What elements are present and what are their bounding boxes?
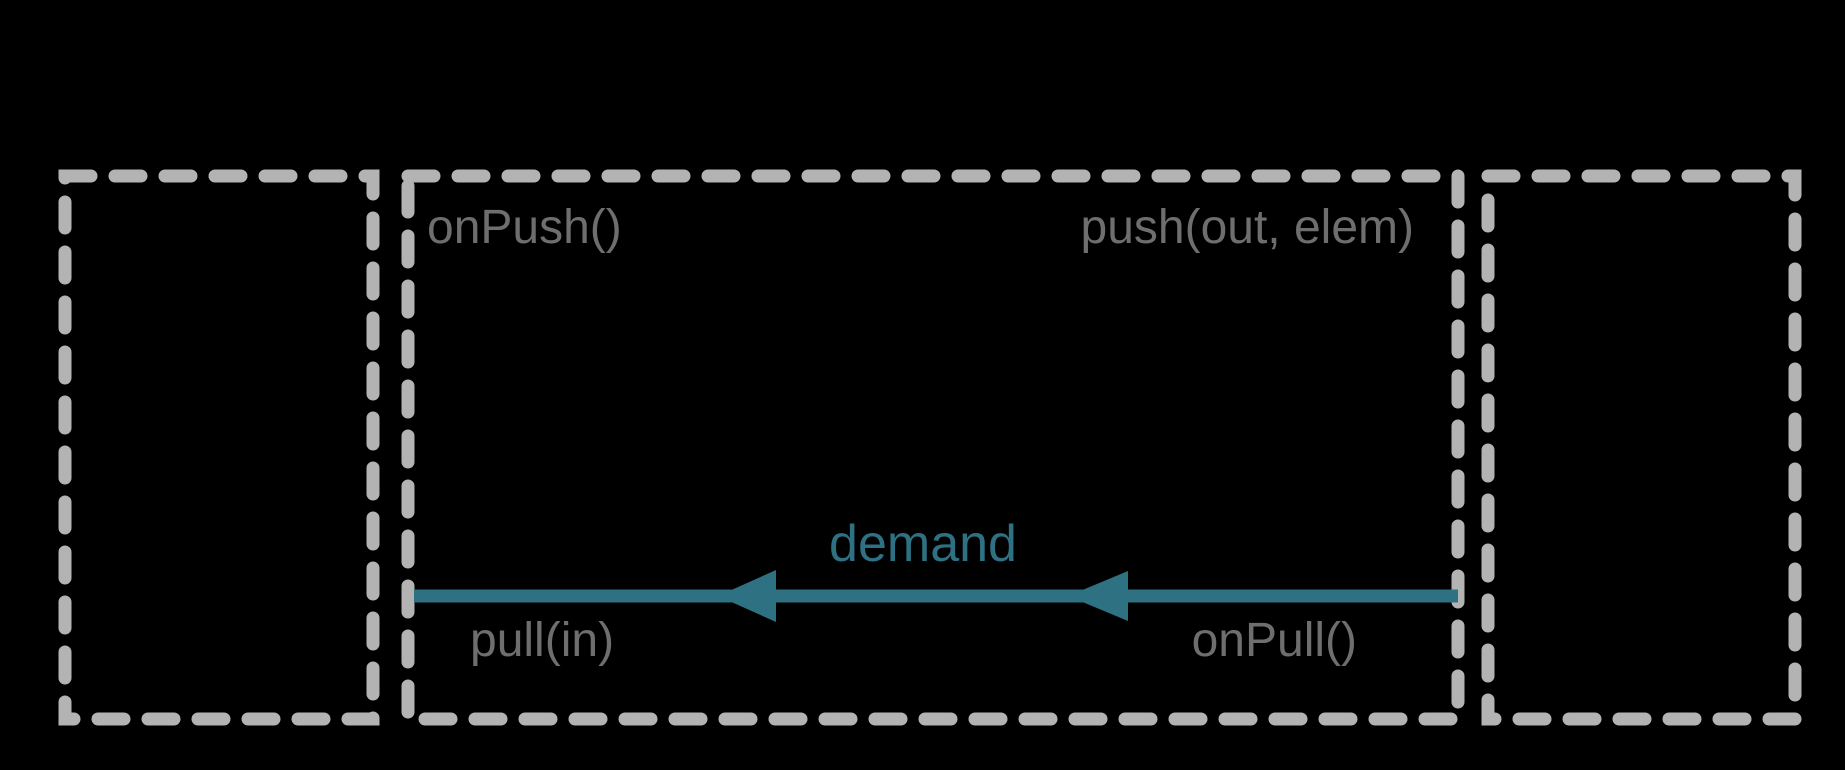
left-upstream-box — [58, 169, 380, 726]
onpush-label: onPush() — [427, 201, 622, 254]
pull-in-label: pull(in) — [470, 614, 614, 667]
push-out-elem-label: push(out, elem) — [1081, 201, 1415, 254]
demand-label: demand — [829, 515, 1017, 573]
onpull-label: onPull() — [1192, 614, 1357, 667]
demand-arrowhead-middle-icon — [1068, 571, 1128, 621]
center-stage-box — [401, 169, 1465, 726]
demand-arrowhead-left-icon — [718, 570, 776, 622]
right-downstream-box — [1481, 169, 1802, 726]
